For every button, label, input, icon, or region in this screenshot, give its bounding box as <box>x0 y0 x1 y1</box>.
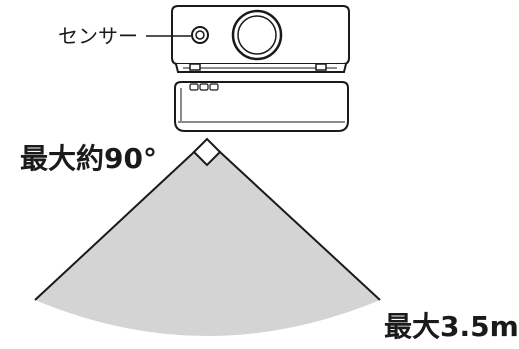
right-angle-marker <box>192 137 222 167</box>
sensor-label: センサー <box>58 24 138 48</box>
cone-edge-left <box>34 139 208 301</box>
cone-edge-right <box>206 139 381 301</box>
range-label: 最大3.5m <box>384 310 519 343</box>
projector-front-icon <box>171 5 350 73</box>
sensor-icon <box>191 26 209 44</box>
projector-top-icon <box>174 81 349 132</box>
detection-area <box>35 140 380 336</box>
angle-label: 最大約90° <box>20 142 157 175</box>
